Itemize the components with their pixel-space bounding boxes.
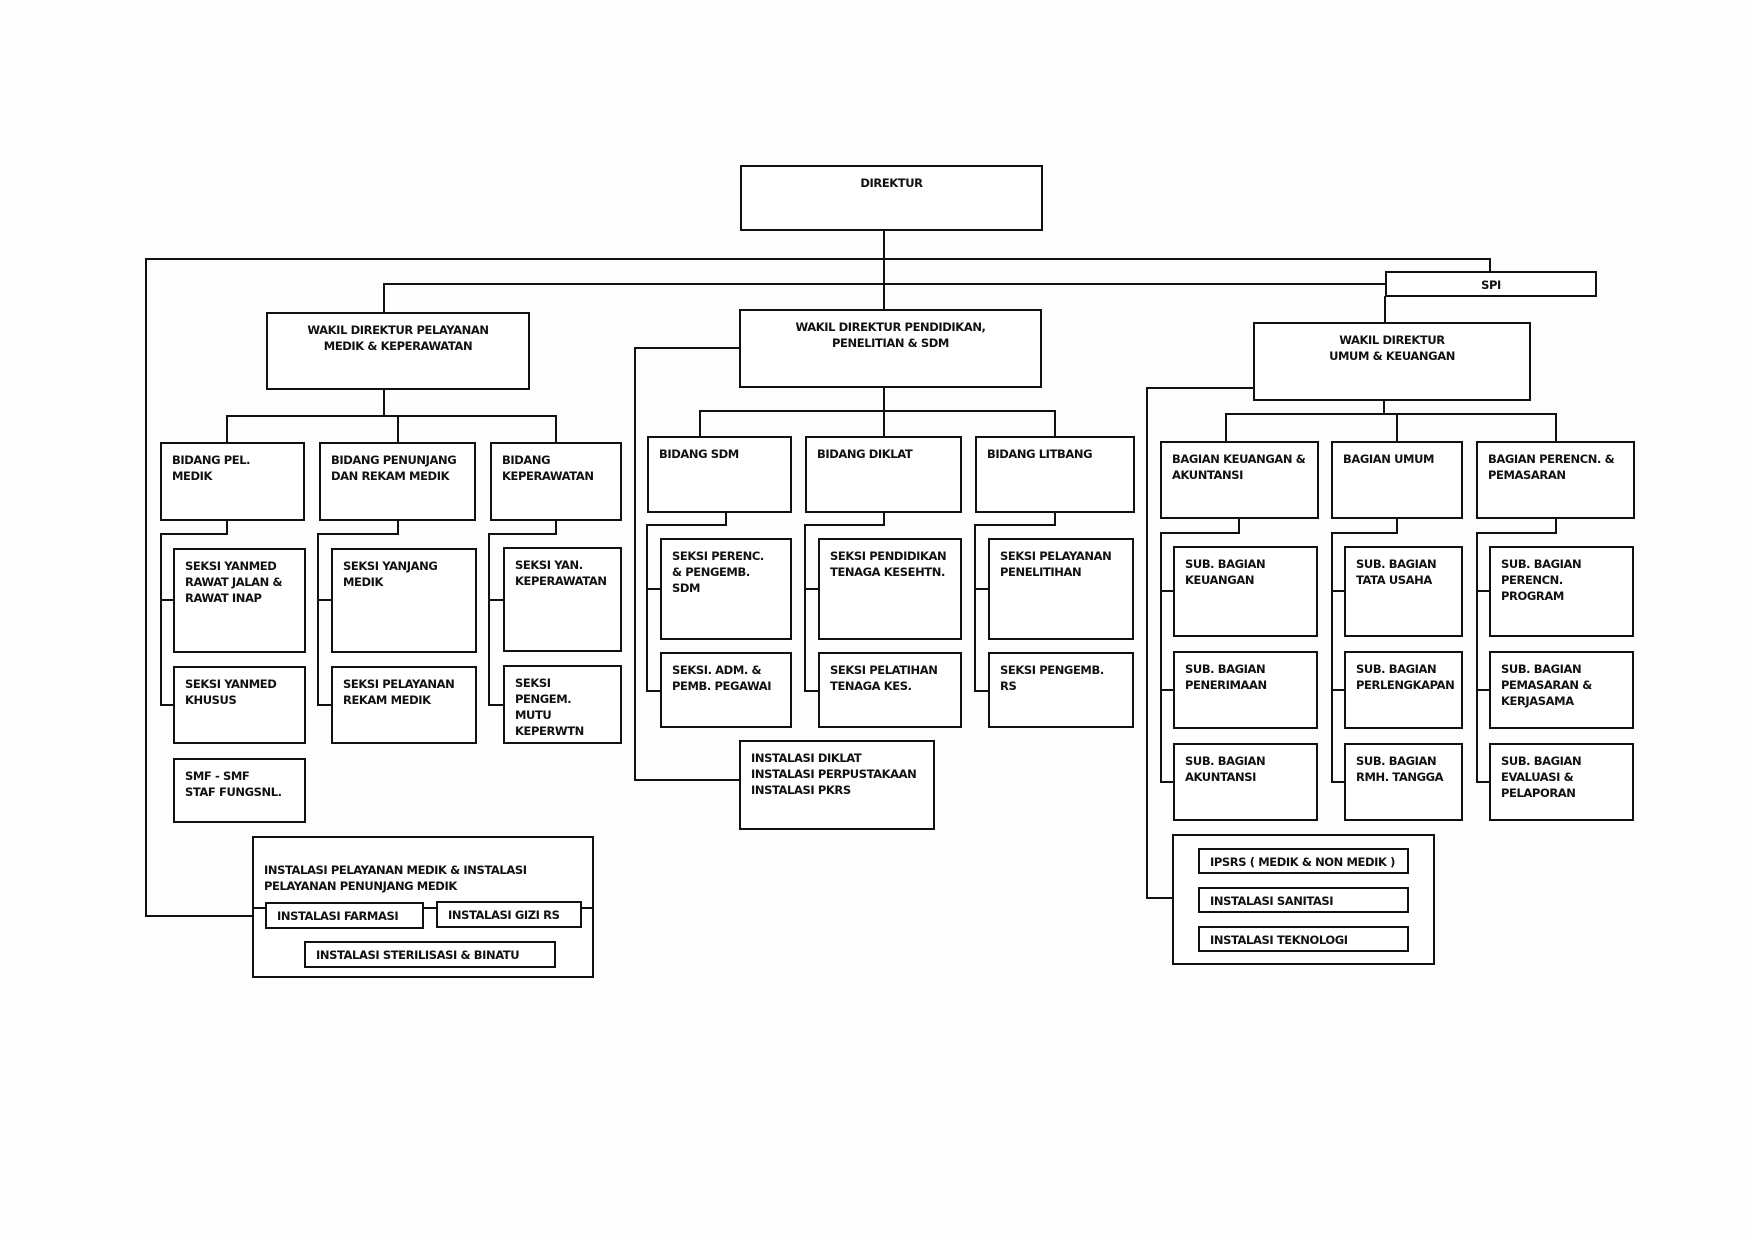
wakil-pelayanan-box: WAKIL DIREKTUR PELAYANAN MEDIK & KEPERAW…	[266, 312, 530, 390]
bagian-perencanaan: BAGIAN PERENCN. & PEMASARAN	[1476, 441, 1635, 519]
seksi-box: SEKSI PENDIDIKAN TENAGA KESEHTN.	[818, 538, 962, 640]
bidang-litbang: BIDANG LITBANG	[975, 436, 1135, 513]
bagian-umum: BAGIAN UMUM	[1331, 441, 1463, 519]
seksi-box: SEKSI PERENC. & PENGEMB. SDM	[660, 538, 792, 640]
instalasi-gizi: INSTALASI GIZI RS	[436, 901, 582, 928]
seksi-box: SEKSI YANMED RAWAT JALAN & RAWAT INAP	[173, 548, 306, 653]
seksi-box: SEKSI YANJANG MEDIK	[331, 548, 477, 653]
seksi-box: SEKSI. ADM. & PEMB. PEGAWAI	[660, 652, 792, 728]
sub-bagian-box: SUB. BAGIAN KEUANGAN	[1173, 546, 1318, 637]
wakil-pendidikan-box: WAKIL DIREKTUR PENDIDIKAN, PENELITIAN & …	[739, 309, 1042, 388]
seksi-box: SEKSI YAN. KEPERAWATAN	[503, 547, 622, 652]
sub-bagian-box: SUB. BAGIAN PERLENGKAPAN	[1344, 651, 1463, 729]
smf-box: SMF - SMF STAF FUNGSNL.	[173, 758, 306, 823]
sub-bagian-box: SUB. BAGIAN PEMASARAN & KERJASAMA	[1489, 651, 1634, 729]
bagian-keuangan: BAGIAN KEUANGAN & AKUNTANSI	[1160, 441, 1319, 519]
seksi-box: SEKSI PELAYANAN REKAM MEDIK	[331, 666, 477, 744]
bidang-sdm: BIDANG SDM	[647, 436, 792, 513]
bidang-pel-medik: BIDANG PEL. MEDIK	[160, 442, 305, 521]
seksi-box: SEKSI PELATIHAN TENAGA KES.	[818, 652, 962, 728]
sub-bagian-box: SUB. BAGIAN TATA USAHA	[1344, 546, 1463, 637]
seksi-box: SEKSI YANMED KHUSUS	[173, 666, 306, 744]
seksi-box: SEKSI PENGEMB. RS	[988, 652, 1134, 728]
wakil-umum-box: WAKIL DIREKTUR UMUM & KEUANGAN	[1253, 322, 1531, 401]
bidang-penunjang: BIDANG PENUNJANG DAN REKAM MEDIK	[319, 442, 476, 521]
bidang-keperawatan: BIDANG KEPERAWATAN	[490, 442, 622, 521]
sub-bagian-box: SUB. BAGIAN AKUNTANSI	[1173, 743, 1318, 821]
instalasi-diklat-box: INSTALASI DIKLAT INSTALASI PERPUSTAKAAN …	[739, 740, 935, 830]
seksi-box: SEKSI PENGEM. MUTU KEPERWTN	[503, 665, 622, 744]
sub-bagian-box: SUB. BAGIAN PERENCN. PROGRAM	[1489, 546, 1634, 637]
instalasi-ipsrs: IPSRS ( MEDIK & NON MEDIK )	[1198, 848, 1409, 874]
instalasi-sterilisasi: INSTALASI STERILISASI & BINATU	[304, 941, 556, 968]
instalasi-sanitasi: INSTALASI SANITASI	[1198, 887, 1409, 913]
instalasi-farmasi: INSTALASI FARMASI	[265, 902, 424, 929]
sub-bagian-box: SUB. BAGIAN PENERIMAAN	[1173, 651, 1318, 729]
instalasi-teknologi: INSTALASI TEKNOLOGI	[1198, 926, 1409, 952]
sub-bagian-box: SUB. BAGIAN EVALUASI & PELAPORAN	[1489, 743, 1634, 821]
seksi-box: SEKSI PELAYANAN PENELITIHAN	[988, 538, 1134, 640]
spi-box: SPI	[1385, 271, 1597, 297]
bidang-diklat: BIDANG DIKLAT	[805, 436, 962, 513]
sub-bagian-box: SUB. BAGIAN RMH. TANGGA	[1344, 743, 1463, 821]
direktur-box: DIREKTUR	[740, 165, 1043, 231]
